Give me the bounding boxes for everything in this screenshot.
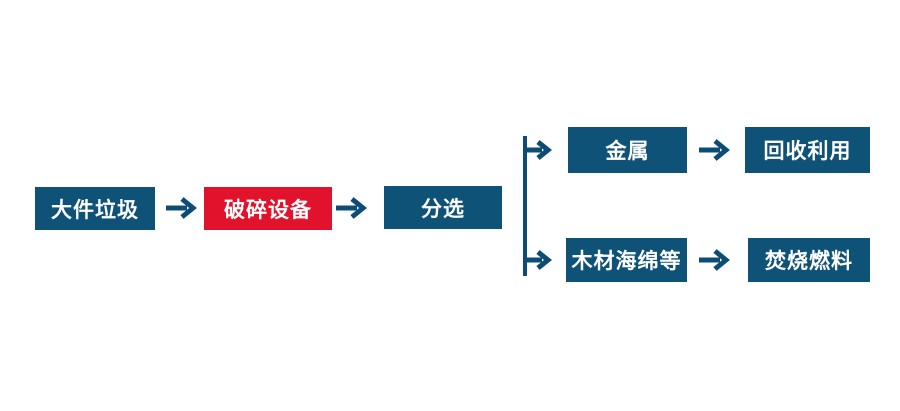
arrow-right-icon (699, 139, 730, 161)
branch-connector (523, 136, 553, 276)
node-recycling: 回收利用 (745, 127, 870, 173)
arrow-right-icon (336, 197, 367, 219)
node-incineration-fuel: 焚烧燃料 (748, 238, 870, 282)
arrow-right-icon (699, 249, 730, 271)
arrow-right-icon (166, 197, 197, 219)
node-wood-sponge-etc: 木材海绵等 (566, 238, 687, 282)
node-crushing-equipment: 破碎设备 (204, 187, 332, 230)
node-metal: 金属 (568, 127, 687, 173)
node-sorting: 分选 (384, 186, 502, 229)
node-bulky-waste: 大件垃圾 (35, 187, 155, 230)
